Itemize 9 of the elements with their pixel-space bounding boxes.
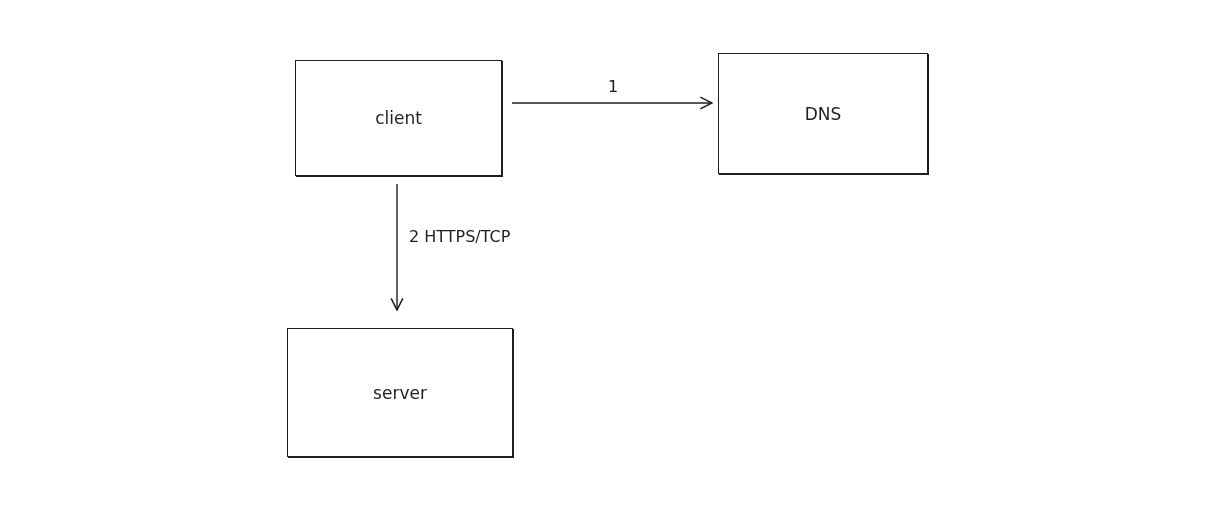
edge-label: 2 HTTPS/TCP [407,227,513,246]
process-box [295,60,502,176]
arrow [390,183,404,311]
arrow [511,96,713,110]
node-label: server [373,382,427,403]
node-label: DNS [804,103,842,124]
process-box [287,328,513,457]
node-label: client [375,108,422,128]
process-box [718,53,928,174]
